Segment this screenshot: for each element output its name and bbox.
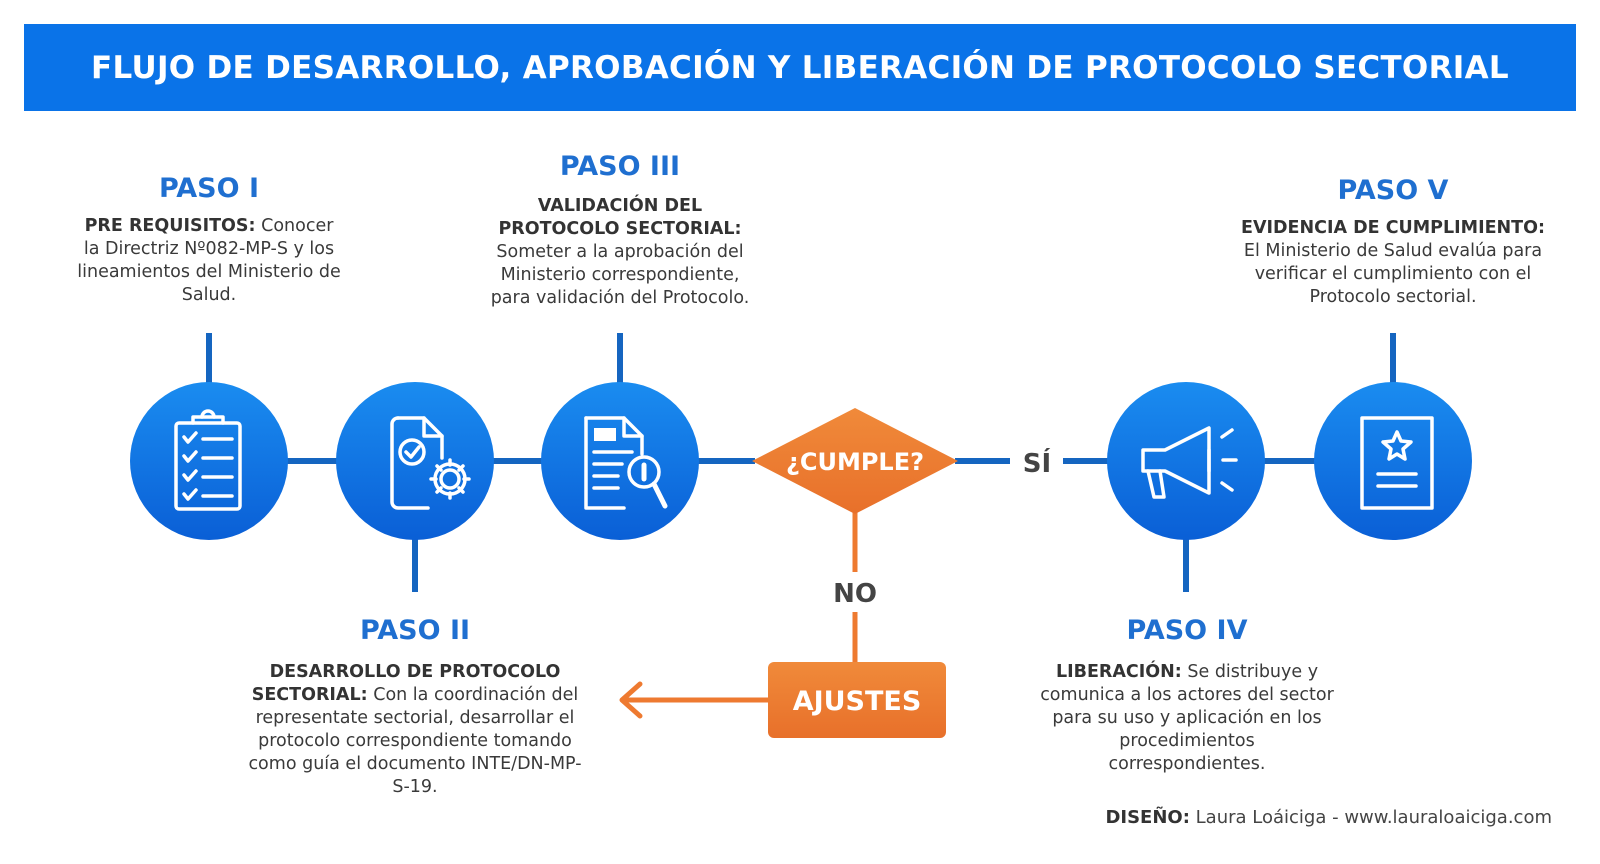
- step-circle-5: [1314, 382, 1472, 540]
- step-1-text: PASO I PRE REQUISITOS: Conocer la Direct…: [75, 175, 343, 307]
- title-banner: FLUJO DE DESARROLLO, APROBACIÓN Y LIBERA…: [24, 24, 1576, 111]
- step-1-lead: PRE REQUISITOS:: [84, 216, 256, 236]
- adjust-label: AJUSTES: [793, 686, 922, 717]
- step-circle-1: [130, 382, 288, 540]
- decision-diamond: [752, 408, 958, 514]
- step-2-body: Con la coordinación del representate sec…: [248, 685, 582, 797]
- credit-lead: DISEÑO:: [1105, 807, 1190, 828]
- step-circle-4: [1107, 382, 1265, 540]
- step-3-text: PASO III VALIDACIÓN DEL PROTOCOLO SECTOR…: [482, 153, 758, 310]
- document-magnifier-icon: [584, 416, 668, 510]
- step-2-title: PASO II: [359, 615, 471, 646]
- yes-label: SÍ: [1023, 447, 1051, 479]
- step-4-lead: LIBERACIÓN:: [1055, 662, 1182, 682]
- adjust-box: [768, 662, 946, 738]
- page-title: FLUJO DE DESARROLLO, APROBACIÓN Y LIBERA…: [91, 49, 1509, 86]
- step-circle-3: [541, 382, 699, 540]
- step-5-body: El Ministerio de Salud evalúa para verif…: [1243, 241, 1543, 307]
- step-5-title: PASO V: [1337, 175, 1449, 206]
- document-gear-icon: [390, 416, 471, 510]
- step-4-text: PASO IV LIBERACIÓN: Se distribuye y comu…: [1040, 617, 1334, 776]
- no-label: NO: [833, 579, 877, 609]
- step-3-lead: VALIDACIÓN DEL PROTOCOLO SECTORIAL:: [498, 196, 742, 239]
- step-4-body: Se distribuye y comunica a los actores d…: [1040, 662, 1334, 774]
- step-3-title: PASO III: [559, 151, 681, 182]
- step-5-text: PASO V EVIDENCIA DE CUMPLIMIENTO: El Min…: [1238, 177, 1548, 309]
- step-1-body: Conocer la Directriz Nº082-MP-S y los li…: [77, 216, 341, 305]
- decision-label: ¿CUMPLE?: [786, 448, 924, 476]
- design-credit: DISEÑO: Laura Loáiciga - www.lauraloaici…: [1105, 807, 1552, 828]
- step-1-title: PASO I: [158, 173, 260, 204]
- certificate-star-icon: [1360, 416, 1434, 510]
- step-5-lead: EVIDENCIA DE CUMPLIMIENTO:: [1241, 218, 1545, 238]
- step-4-title: PASO IV: [1126, 615, 1248, 646]
- step-2-lead: DESARROLLO DE PROTOCOLO SECTORIAL:: [251, 662, 561, 705]
- step-circle-2: [336, 382, 494, 540]
- step-3-body: Someter a la aprobación del Ministerio c…: [490, 242, 750, 308]
- clipboard-checklist-icon: [174, 409, 242, 511]
- return-arrow-head: [619, 681, 643, 719]
- step-2-text: PASO II DESARROLLO DE PROTOCOLO SECTORIA…: [245, 617, 585, 799]
- credit-text: Laura Loáiciga - www.lauraloaiciga.com: [1195, 807, 1552, 828]
- megaphone-icon: [1141, 426, 1238, 499]
